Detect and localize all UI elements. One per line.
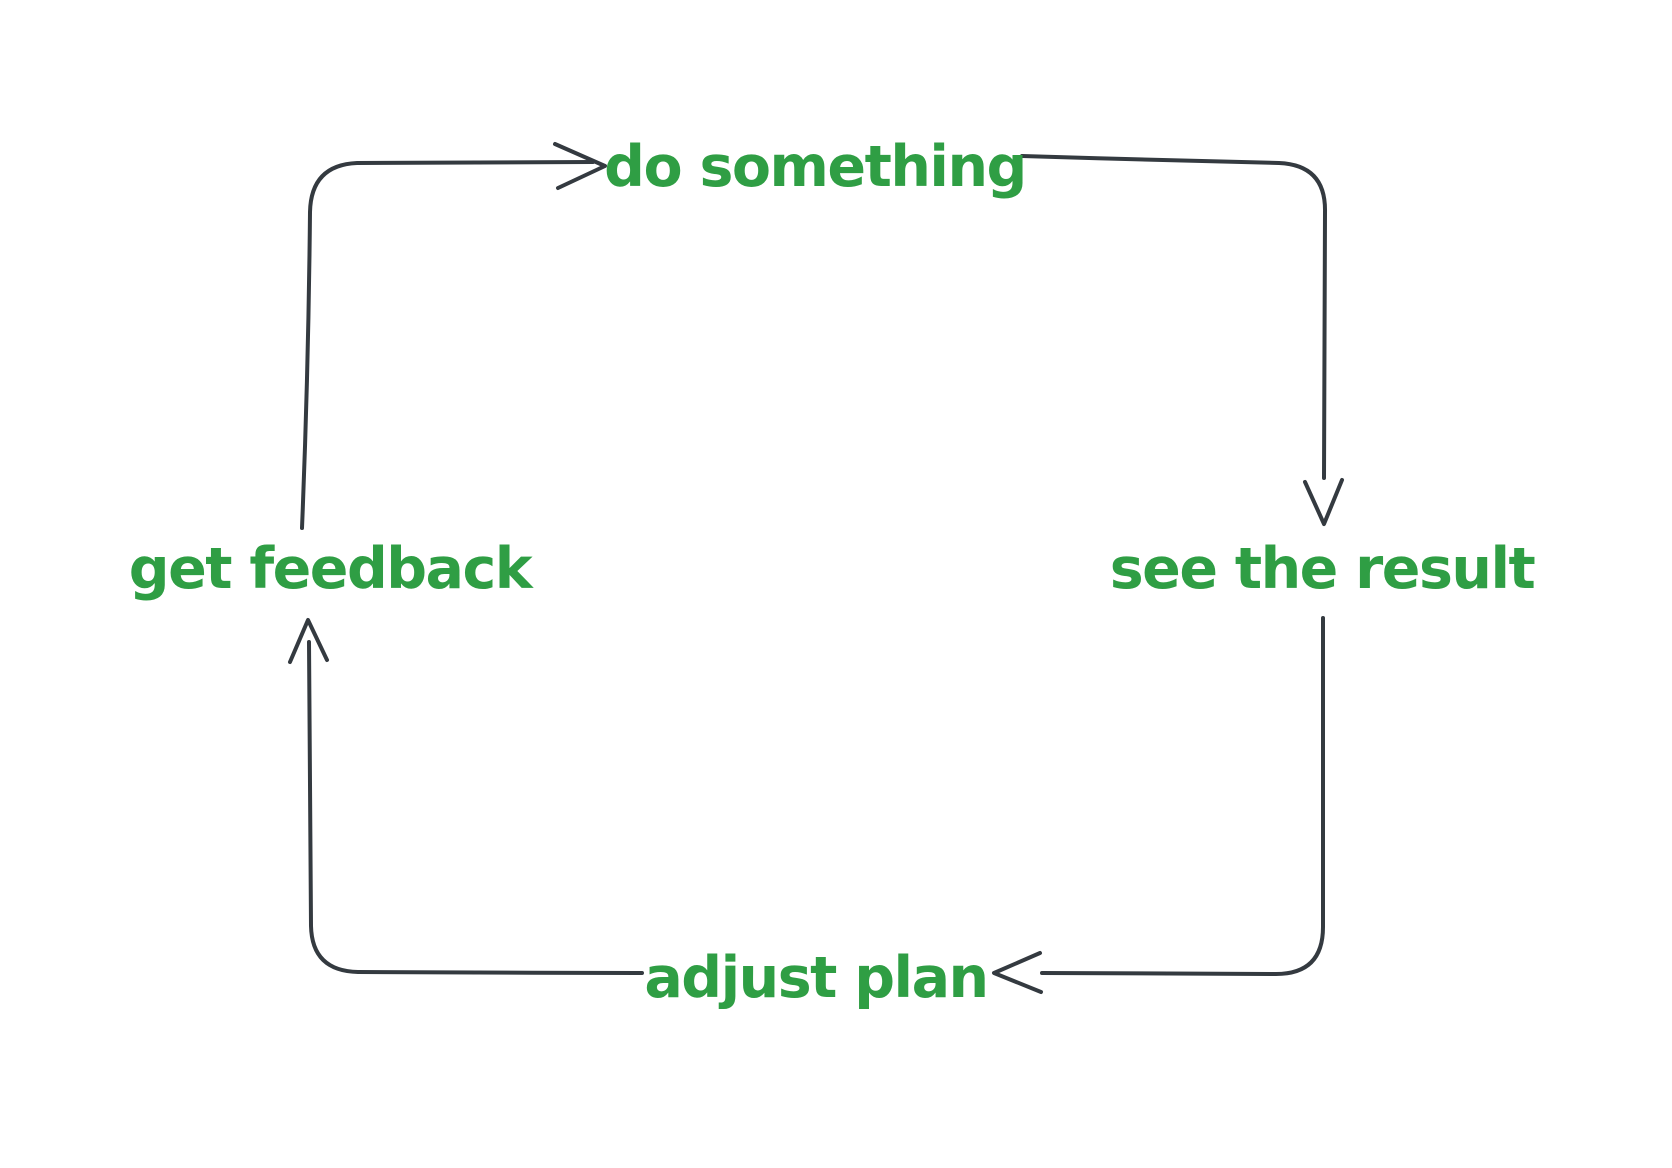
edge-get-feedback-to-do-something [300,160,595,530]
edge-adjust-plan-to-get-feedback [307,640,644,975]
arrowhead-right-icon [553,142,607,190]
arrowhead-up-icon [288,618,329,664]
arrowhead-left-icon [992,951,1043,994]
node-labels: do something see the result adjust plan … [129,134,1536,1011]
node-see-the-result: see the result [1110,536,1535,602]
node-adjust-plan: adjust plan [644,945,987,1011]
edge-do-something-to-see-the-result [1020,154,1328,480]
node-get-feedback: get feedback [129,536,534,602]
arrowhead-down-icon [1303,478,1344,526]
node-do-something: do something [604,134,1026,200]
edge-see-the-result-to-adjust-plan [1040,616,1326,976]
edges [288,142,1344,994]
